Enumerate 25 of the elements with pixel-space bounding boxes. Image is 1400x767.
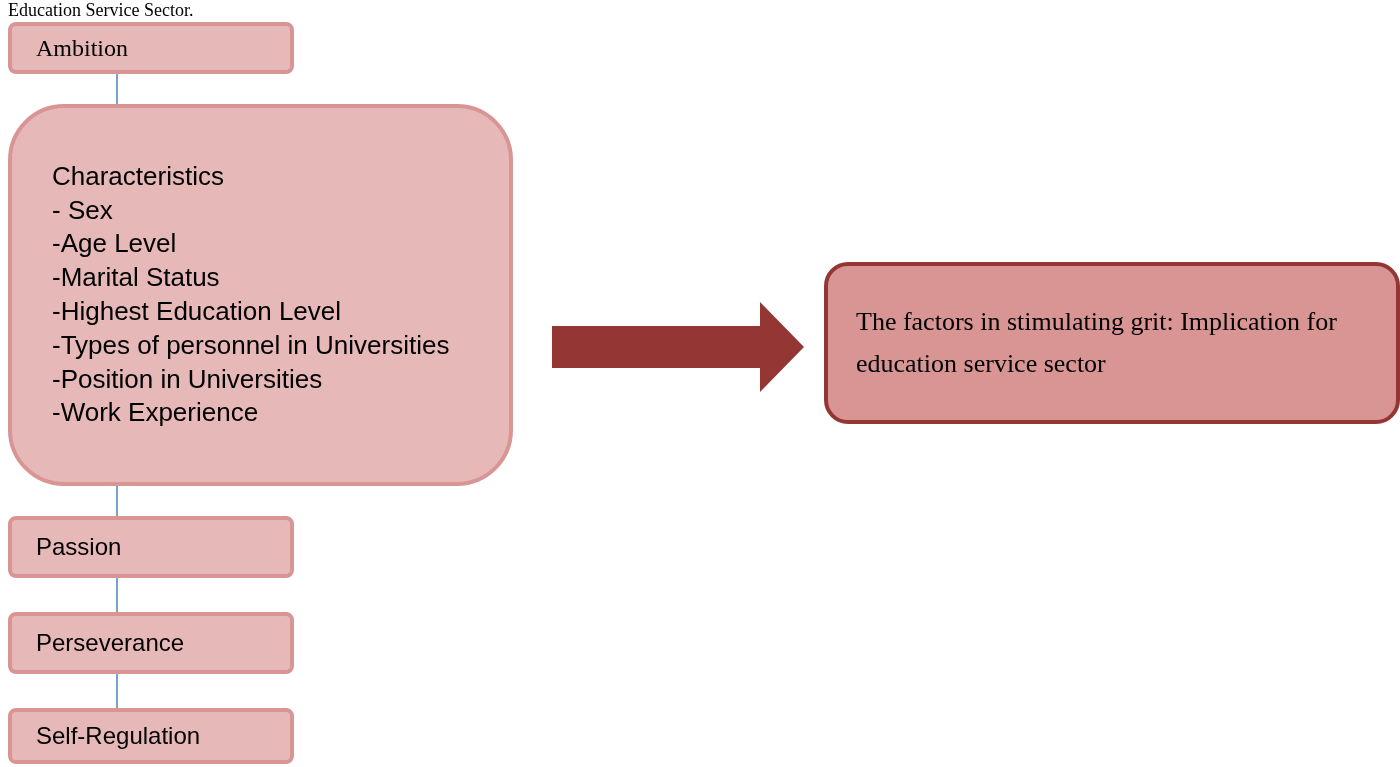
connector-line [116,577,118,613]
caption-text: Education Service Sector. [8,0,194,20]
result-box [824,262,1400,424]
list-item: -Position in Universities [52,362,324,396]
list-item: -Types of personnel in Universities [52,328,451,362]
box-label: Self-Regulation [36,721,202,751]
connector-line [116,673,118,709]
box-label: Ambition [36,33,129,63]
list-item: - Sex [52,193,114,227]
category-box [8,22,294,74]
list-item: -Age Level [52,227,178,261]
list-item: -Work Experience [52,396,260,430]
block-arrow [552,302,804,392]
box-label: The factors in stimulating grit: Implication for education service sector [856,306,1338,380]
box-label: Passion [36,532,123,562]
box-label: Perseverance [36,628,186,658]
category-box [8,104,513,486]
list-item: -Highest Education Level [52,295,343,328]
list-item: -Marital Status [52,261,221,295]
category-box [8,612,294,674]
connector-line [116,73,118,105]
category-box [8,708,294,764]
box-heading: Characteristics [52,159,225,193]
category-box [8,516,294,578]
connector-line [116,485,118,517]
